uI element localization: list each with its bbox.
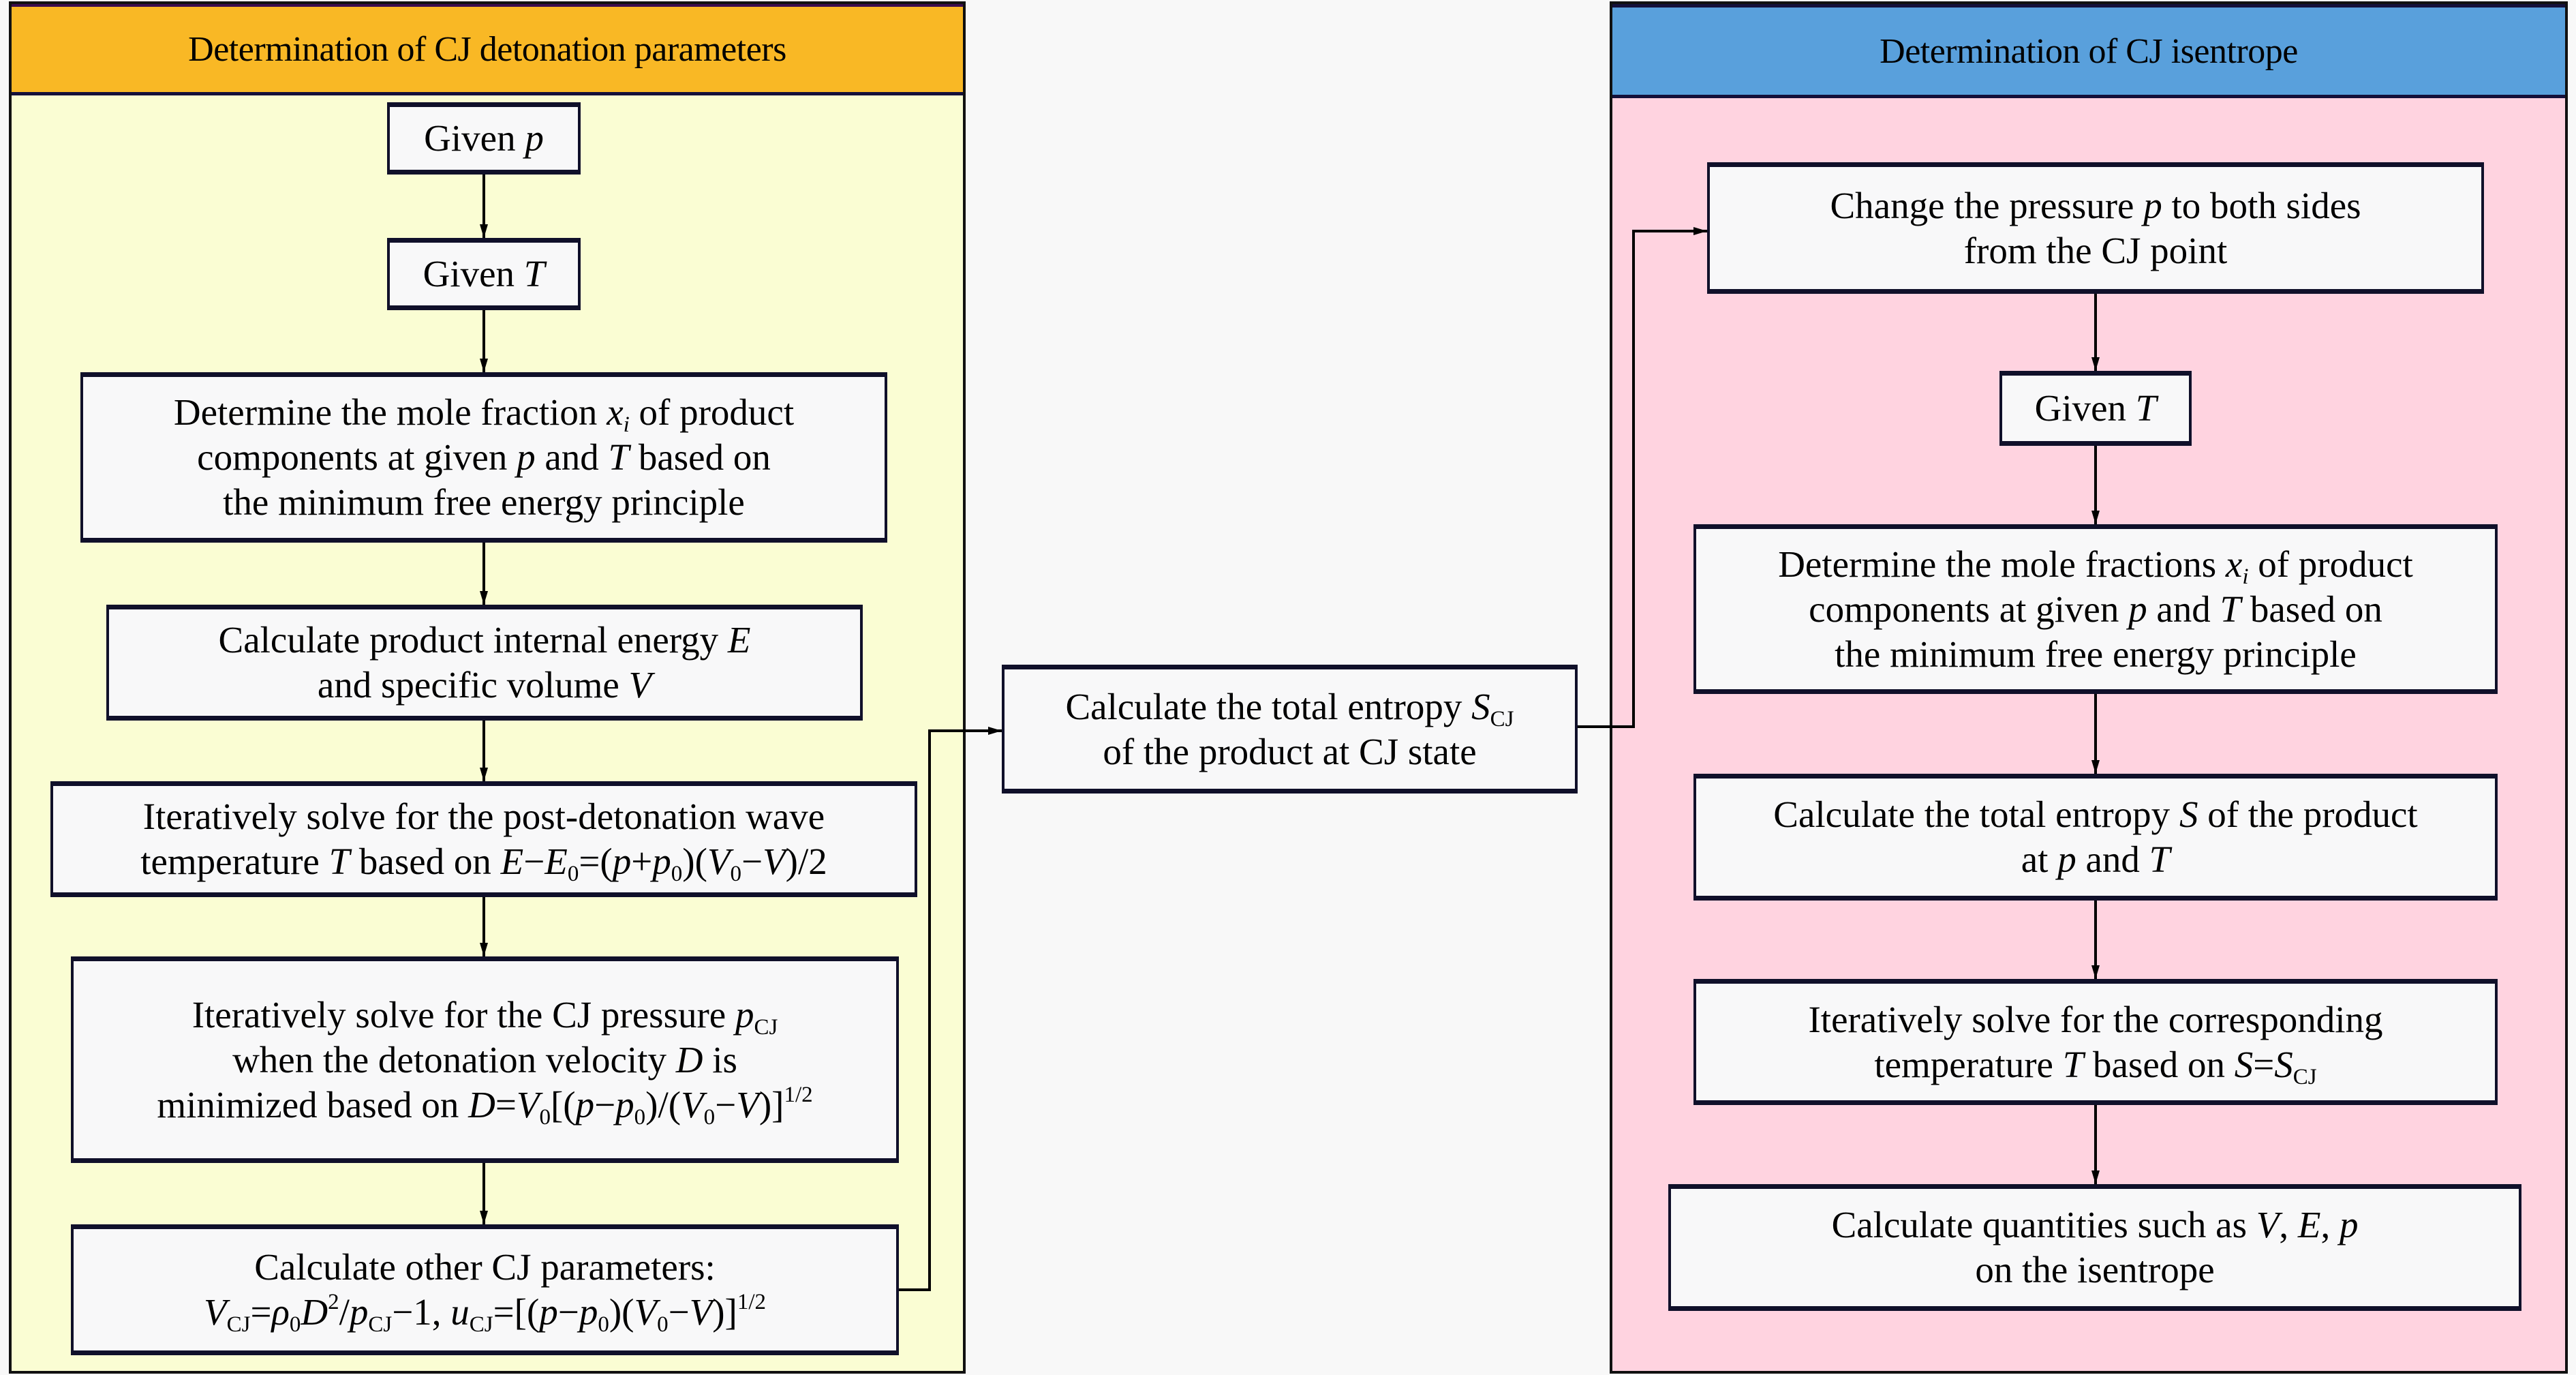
step-text: Given T [2034,387,2157,429]
step-text: Given T [423,253,545,294]
step-text: Calculate the total entropy S of the pro… [1773,794,2418,880]
cj-detonation-parameters-header: Determination of CJ detonation parameter… [12,4,963,95]
step-text: Iteratively solve for the CJ pressure pC… [157,993,813,1130]
step-mole-fraction: Determine the mole fraction xi of produc… [80,372,887,543]
step-text: Determine the mole fraction xi of produc… [173,391,795,523]
step-given-t-isentrope: Given T [1999,371,2192,446]
step-text: Calculate other CJ parameters:VCJ=ρ0D2/p… [203,1246,767,1337]
cj-isentrope-header: Determination of CJ isentrope [1612,4,2565,98]
step-text: Determine the mole fractions xi of produ… [1778,543,2413,675]
step-text: Given p [424,117,544,159]
step-other-cj-parameters: Calculate other CJ parameters:VCJ=ρ0D2/p… [71,1224,899,1355]
panel-title: Determination of CJ isentrope [1880,31,2298,71]
step-mole-fractions-isentrope: Determine the mole fractions xi of produ… [1693,524,2498,694]
panel-title: Determination of CJ detonation parameter… [188,30,786,69]
step-total-entropy-s: Calculate the total entropy S of the pro… [1693,774,2498,901]
step-post-detonation-temperature: Iteratively solve for the post-detonatio… [50,781,917,897]
step-cj-pressure: Iteratively solve for the CJ pressure pC… [71,956,899,1163]
step-text: Iteratively solve for the post-detonatio… [140,796,827,886]
step-given-p: Given p [387,102,581,175]
step-given-t: Given T [387,238,581,310]
